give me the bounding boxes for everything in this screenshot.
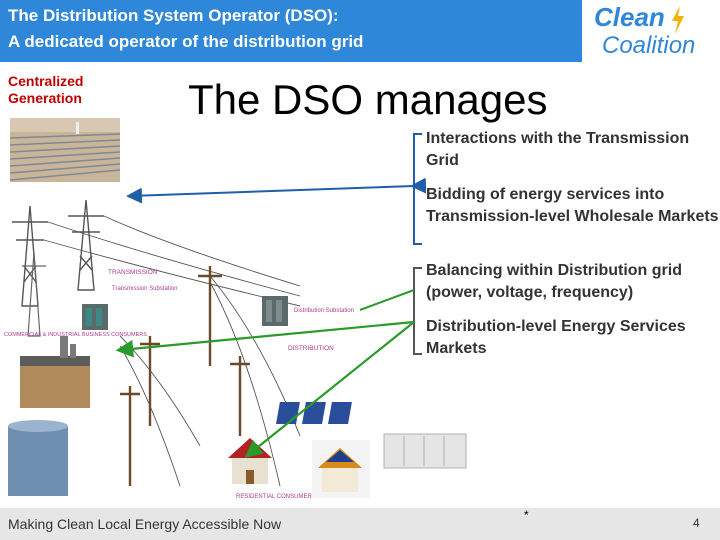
footer-tagline: Making Clean Local Energy Accessible Now — [8, 516, 282, 532]
commercial-consumers-label: COMMERCIAL & INDUSTRIAL BUSINESS CONSUME… — [4, 332, 147, 338]
storage-units — [383, 433, 467, 469]
footer-bar: Making Clean Local Energy Accessible Now… — [0, 508, 720, 540]
grid-illustration: TRANSMISSION Transmission Substation Dis… — [4, 199, 467, 500]
power-lines — [43, 215, 301, 487]
centralized-generation-label: Centralized Generation — [8, 73, 84, 106]
item-wholesale-bidding: Bidding of energy services into Transmis… — [426, 186, 719, 225]
distribution-substation — [262, 296, 288, 326]
storage-tank — [8, 420, 68, 496]
logo-word-clean: Clean — [594, 2, 665, 32]
main-title: The DSO manages — [188, 76, 548, 123]
factory-building — [20, 336, 90, 408]
logo-word-coalition: Coalition — [602, 32, 696, 59]
item-transmission-interactions: Interactions with the Transmission Grid — [426, 130, 690, 169]
header-bar: The Distribution System Operator (DSO): … — [0, 0, 582, 62]
transmission-tower-right — [68, 199, 104, 291]
item-distribution-balancing: Balancing within Distribution grid (powe… — [426, 262, 682, 301]
distribution-substation-label: Distribution Substation — [294, 308, 354, 314]
lightning-bolt-icon — [672, 6, 684, 34]
solar-field-photo — [10, 118, 120, 182]
transmission-substation-label: Transmission Substation — [112, 286, 177, 292]
residential-consumers-label: RESIDENTIAL CONSUMERS — [236, 494, 316, 500]
distribution-label: DISTRIBUTION — [288, 345, 334, 352]
utility-poles — [120, 266, 250, 486]
item-energy-services-markets: Distribution-level Energy Services Marke… — [426, 318, 686, 357]
transmission-tower-left — [12, 205, 48, 307]
transmission-substation — [82, 304, 108, 330]
transmission-tower-far — [22, 251, 46, 337]
header-title-line2: A dedicated operator of the distribution… — [8, 32, 364, 51]
solar-panel-array — [276, 402, 352, 424]
residential-house — [228, 438, 272, 484]
clean-coalition-logo: Clean Coalition — [582, 0, 720, 62]
footer-mark: * — [524, 508, 529, 522]
transmission-label: TRANSMISSION — [108, 269, 158, 276]
header-title-line1: The Distribution System Operator (DSO): — [8, 6, 339, 25]
page-number: 4 — [693, 516, 700, 530]
solar-rooftop-house — [312, 440, 370, 498]
